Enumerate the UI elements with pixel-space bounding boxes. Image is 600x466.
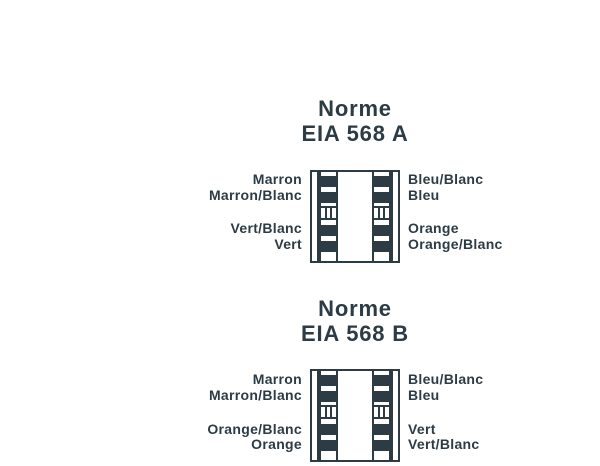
wire-band-3 — [374, 424, 389, 435]
contact-slot — [379, 208, 384, 218]
slot-divider — [377, 407, 380, 417]
wire-label-right-1: Bleu/Blanc — [408, 371, 484, 387]
wire-label-right-2: Bleu — [408, 387, 440, 403]
wire-label-left-2: Marron/Blanc — [208, 187, 302, 203]
wire-band-3 — [321, 424, 336, 435]
slot-divider — [330, 407, 333, 417]
wire-band-4 — [321, 241, 336, 252]
contact-slot — [326, 208, 331, 218]
punchdown-column-right — [372, 172, 391, 261]
contact-slots-icon — [374, 405, 390, 419]
section-title-line2: EIA 568 A — [301, 121, 409, 146]
wire-band-4 — [374, 440, 389, 451]
section-title: Norme EIA 568 A — [255, 96, 455, 146]
wire-label-left-4: Vert — [274, 236, 302, 252]
wire-band-4 — [321, 440, 336, 451]
wire-label-right-3: Orange — [408, 220, 459, 236]
slot-divider — [330, 208, 333, 218]
wire-band-1 — [374, 176, 389, 187]
contact-slot — [385, 208, 390, 218]
wire-label-right-4: Vert/Blanc — [408, 436, 480, 452]
punchdown-column-left — [319, 371, 338, 460]
section-title-line2: EIA 568 B — [301, 321, 409, 346]
slot-divider — [377, 208, 380, 218]
contact-slot — [379, 407, 384, 417]
contact-slot — [321, 407, 325, 417]
contact-slots-icon — [321, 405, 337, 419]
jack-side-channel-left — [312, 371, 319, 460]
jack-side-channel-right — [391, 172, 398, 261]
contact-slot — [321, 208, 325, 218]
slot-divider — [383, 407, 386, 417]
wire-label-left-2: Marron/Blanc — [208, 387, 302, 403]
wire-band-1 — [321, 375, 336, 386]
wire-label-right-3: Vert — [408, 421, 436, 437]
wire-label-left-4: Orange — [251, 436, 302, 452]
wire-band-2 — [321, 192, 336, 203]
wire-label-right-1: Bleu/Blanc — [408, 171, 484, 187]
keystone-jack-diagram — [310, 369, 400, 462]
section-title-line1: Norme — [318, 296, 392, 321]
slot-divider — [324, 407, 327, 417]
keystone-jack-diagram — [310, 170, 400, 263]
wire-band-3 — [374, 225, 389, 236]
punchdown-column-left — [319, 172, 338, 261]
wire-band-1 — [321, 176, 336, 187]
wire-band-2 — [374, 391, 389, 402]
contact-slots-icon — [374, 206, 390, 220]
wire-label-left-1: Marron — [252, 371, 302, 387]
contact-slot — [374, 407, 378, 417]
wire-label-left-3: Orange/Blanc — [207, 421, 302, 437]
punchdown-column-right — [372, 371, 391, 460]
section-title-line1: Norme — [318, 96, 392, 121]
contact-slot — [374, 208, 378, 218]
wire-label-left-1: Marron — [252, 171, 302, 187]
wire-band-1 — [374, 375, 389, 386]
section-title: Norme EIA 568 B — [255, 296, 455, 346]
contact-slots-icon — [321, 206, 337, 220]
jack-side-channel-right — [391, 371, 398, 460]
wire-label-right-2: Bleu — [408, 187, 440, 203]
wire-label-left-3: Vert/Blanc — [230, 220, 302, 236]
wire-band-4 — [374, 241, 389, 252]
slot-divider — [383, 208, 386, 218]
contact-slot — [385, 407, 390, 417]
jack-side-channel-left — [312, 172, 319, 261]
contact-slot — [326, 407, 331, 417]
contact-slot — [332, 208, 337, 218]
wire-band-3 — [321, 225, 336, 236]
wire-band-2 — [374, 192, 389, 203]
contact-slot — [332, 407, 337, 417]
wire-band-2 — [321, 391, 336, 402]
wire-label-right-4: Orange/Blanc — [408, 236, 503, 252]
slot-divider — [324, 208, 327, 218]
